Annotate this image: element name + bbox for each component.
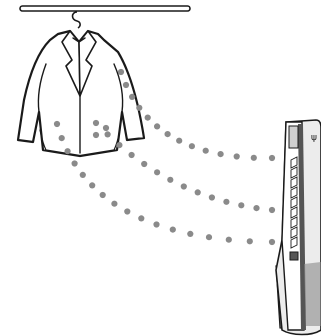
vent-slat [290, 206, 298, 219]
vent-slat [290, 186, 298, 199]
airflow-dot [128, 151, 135, 159]
airflow-dot [169, 226, 176, 233]
airflow-dot [89, 182, 96, 189]
airflow-dot [102, 124, 110, 132]
airflow-dot [176, 137, 183, 144]
airflow-dot [144, 114, 151, 121]
airflow-dot [117, 68, 125, 76]
tower-fan-icon: ψ [275, 119, 321, 336]
airflow-dot [208, 194, 215, 201]
airflow-dot [92, 131, 100, 139]
airflow-dot [122, 81, 130, 89]
airflow-dot [194, 189, 201, 196]
vent-slat [290, 236, 298, 249]
airflow-dot [253, 205, 260, 212]
airflow-dot [223, 198, 230, 205]
airflow-dot [138, 215, 145, 222]
airflow-dot [250, 154, 257, 161]
airflow-dot [104, 131, 111, 138]
airflow-dot [111, 200, 118, 207]
airflow-dot [64, 148, 71, 155]
vent-slat [290, 216, 298, 229]
airflow-dot [153, 221, 160, 228]
airflow-dot [225, 236, 232, 243]
airflow-dot [180, 183, 187, 190]
airflow-dot [188, 143, 195, 150]
airflow-dot [268, 238, 276, 246]
airflow-dot [205, 234, 213, 241]
airflow-dot [246, 238, 253, 245]
device-top-symbol: ψ [311, 133, 317, 143]
vent-slat [290, 196, 298, 209]
airflow-dot [141, 160, 148, 168]
airflow-dot [53, 120, 61, 128]
airflow-dot [268, 206, 276, 214]
airflow-dot [79, 171, 86, 178]
airflow-dot [233, 153, 240, 160]
airflow-dot [124, 208, 131, 215]
airflow-dot [116, 142, 123, 149]
jacket-icon [16, 29, 146, 158]
airflow-dot [154, 123, 161, 130]
vent-grille [290, 156, 298, 249]
airflow-dot [99, 191, 106, 199]
airflow-dot [58, 135, 65, 142]
airflow-dot [154, 169, 161, 176]
vent-slat [290, 166, 298, 179]
hanger-rod [19, 5, 191, 12]
airflow-dot [238, 202, 245, 209]
airflow-dot [71, 160, 78, 167]
airflow-dot [268, 154, 276, 162]
airflow-dot [202, 147, 209, 154]
airflow-dot [217, 151, 224, 158]
airflow-dot [187, 230, 194, 237]
vent-slat [290, 156, 298, 169]
vent-slat [290, 176, 298, 189]
airflow-dot [92, 119, 100, 127]
dotted-airflow-icon [53, 68, 276, 246]
hanger-icon [71, 11, 81, 29]
vent-slat [290, 226, 298, 239]
airflow-dot [136, 104, 143, 111]
airflow-dot [167, 176, 174, 183]
airflow-dot [164, 131, 171, 138]
airflow-dot [129, 93, 136, 100]
